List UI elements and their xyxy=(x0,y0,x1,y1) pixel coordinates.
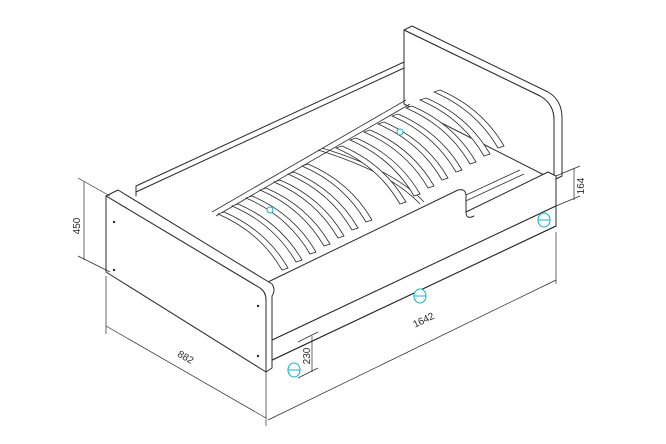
dimension-side-height-label: 164 xyxy=(576,177,587,194)
dimension-height: 450 xyxy=(72,177,111,273)
frame-fasteners xyxy=(266,128,404,214)
caster-middle xyxy=(413,288,427,304)
footboard xyxy=(105,189,275,373)
dimension-side-height: 164 xyxy=(555,165,587,207)
back-rail xyxy=(135,61,405,197)
dimension-length-label: 1642 xyxy=(411,311,436,331)
caster-back-right xyxy=(537,212,551,228)
dimension-drawer-height: 230 xyxy=(297,331,319,379)
dimension-drawer-height-label: 230 xyxy=(302,347,313,364)
dimension-width-label: 882 xyxy=(175,349,195,367)
slats xyxy=(216,89,505,271)
front-side-panel xyxy=(267,171,557,343)
dimension-height-label: 450 xyxy=(72,217,83,234)
headboard xyxy=(403,25,563,181)
casters xyxy=(287,212,551,378)
caster-front-left xyxy=(287,362,301,378)
